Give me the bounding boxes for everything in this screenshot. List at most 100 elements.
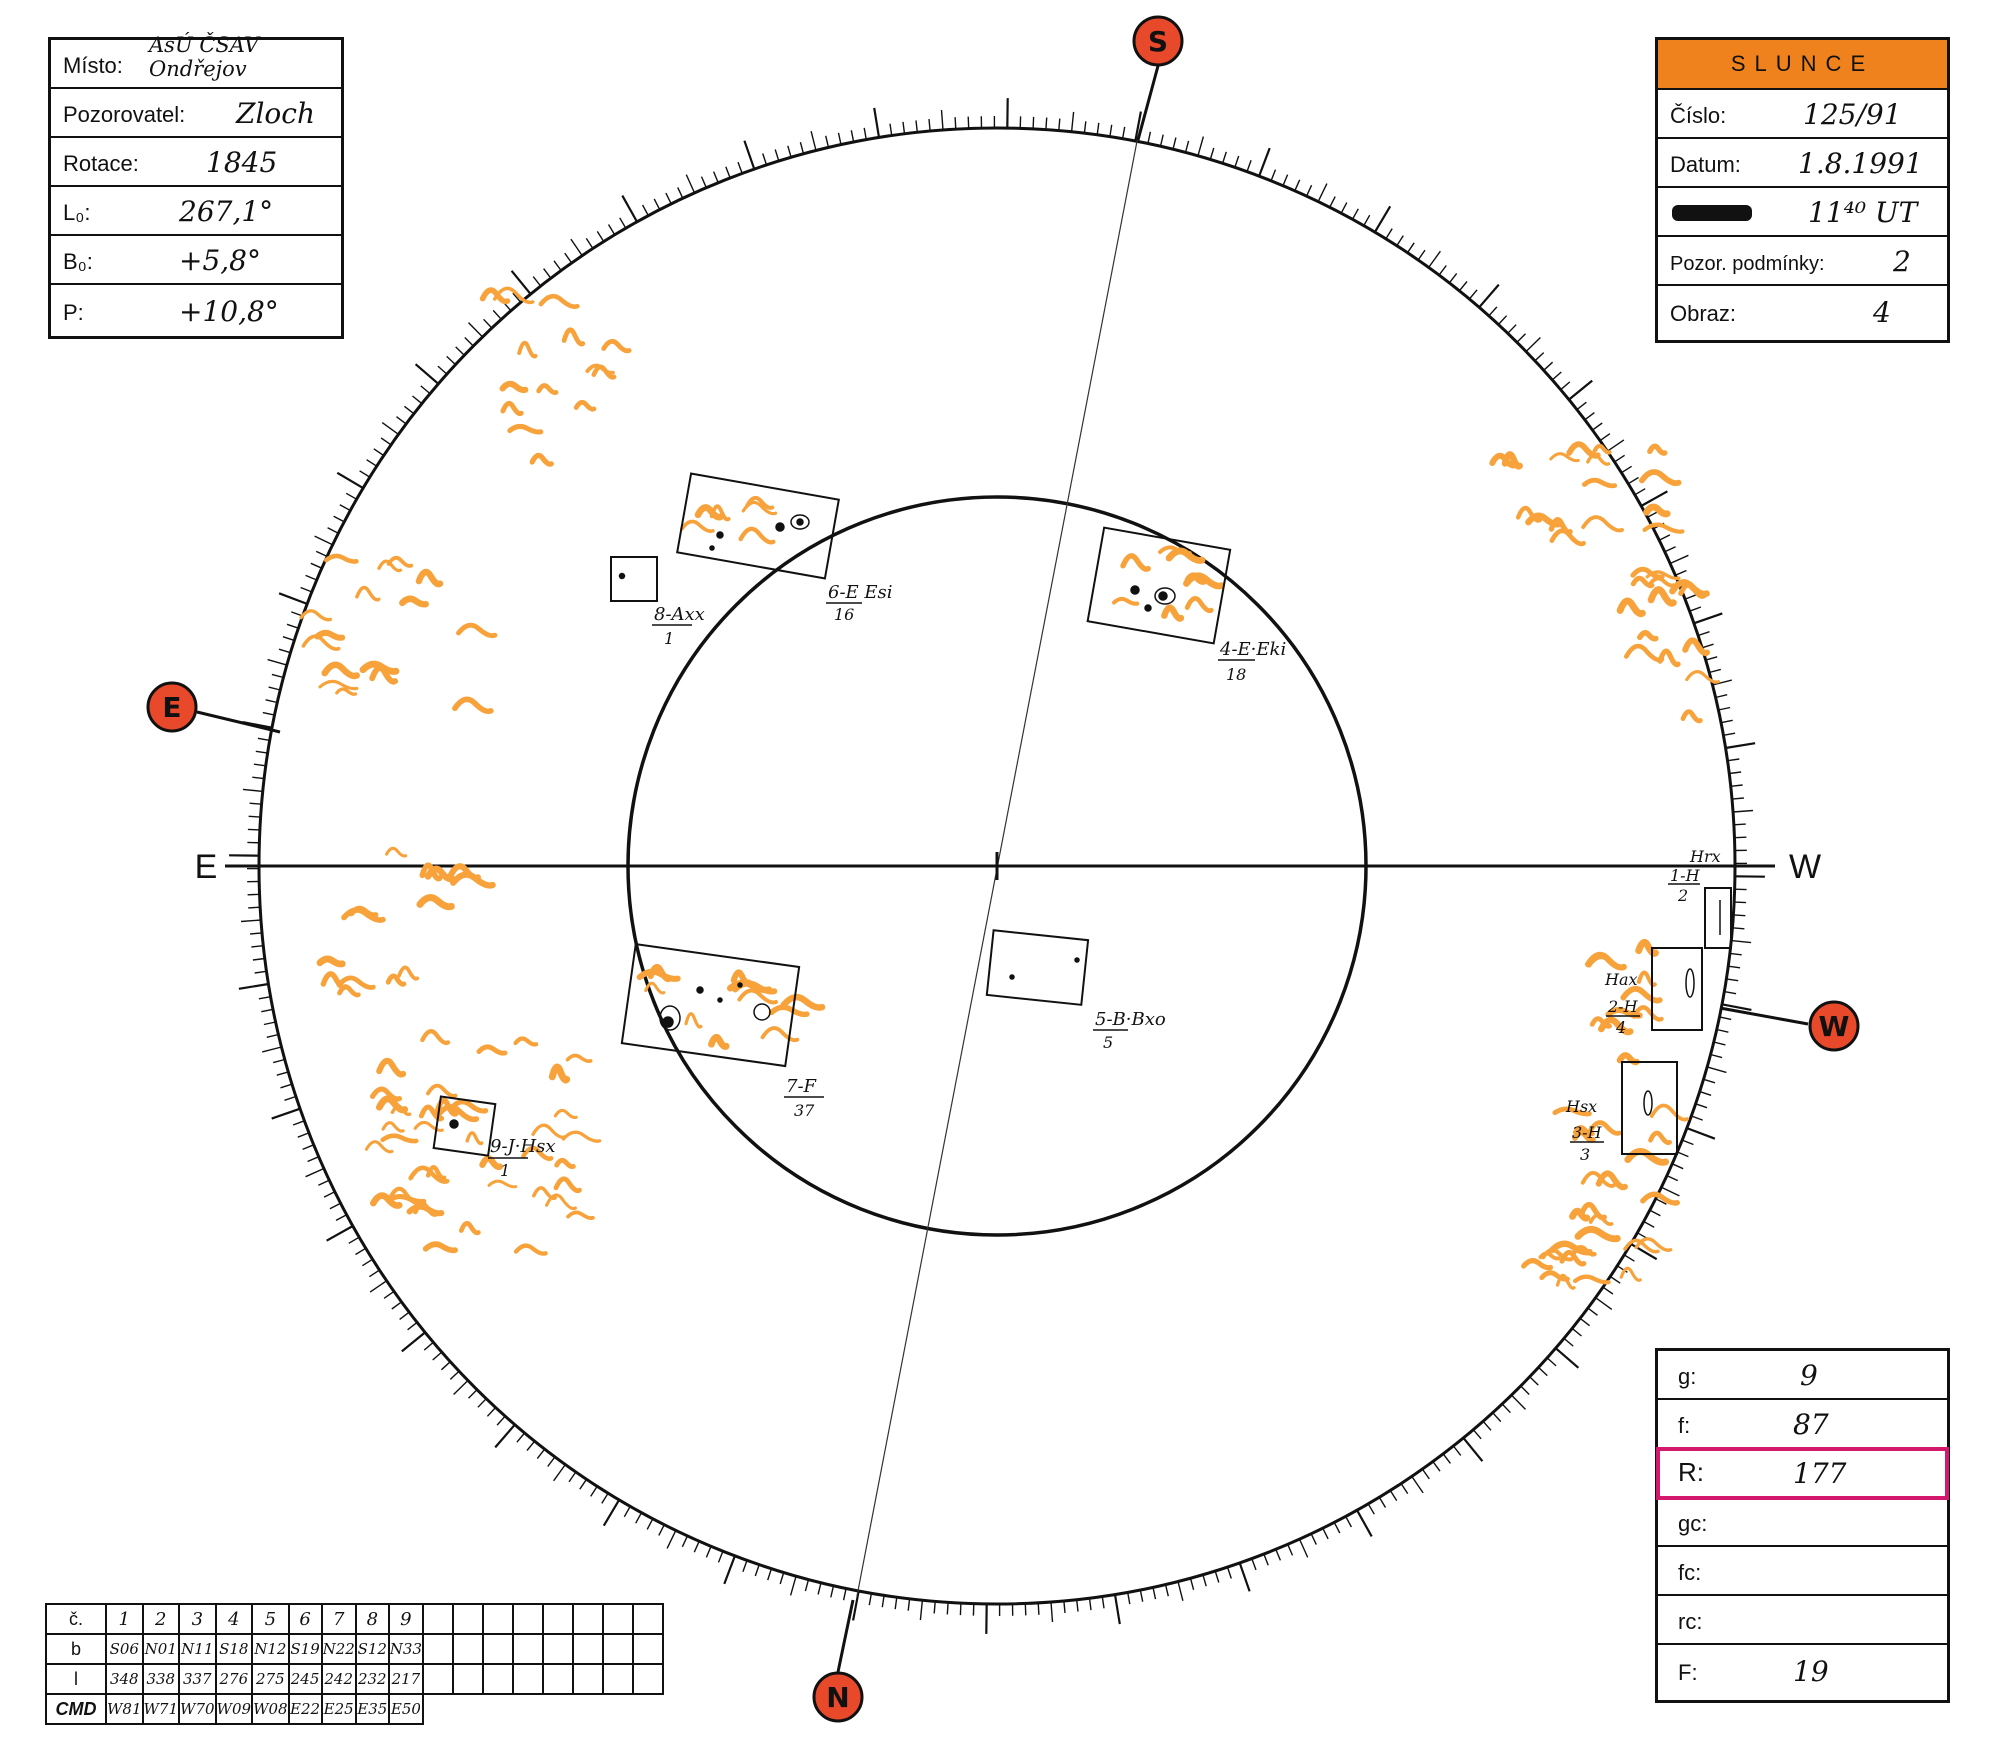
count-row-g: g:9 [1658,1351,1947,1400]
facula-stroke [545,1193,577,1211]
facula-stroke [299,609,332,622]
facula-stroke [517,340,538,359]
degree-tick [1096,122,1100,135]
degree-tick [666,1530,677,1549]
degree-tick [907,1598,911,1611]
facula-stroke [369,665,399,685]
degree-tick [305,1167,325,1178]
degree-tick [700,176,707,188]
degree-tick [265,699,278,704]
degree-tick [1538,1366,1548,1377]
degree-tick [1221,151,1227,164]
degree-tick [1546,1357,1557,1367]
facula-stroke [644,981,666,995]
degree-tick [1172,137,1177,150]
facula-stroke [1630,566,1665,580]
degree-tick [1733,914,1746,917]
degree-tick [1571,1327,1582,1337]
degree-tick [1305,184,1313,197]
facula-stroke [415,568,444,588]
facula-stroke [1521,1258,1554,1271]
svg-text:2: 2 [1677,886,1688,905]
degree-tick [526,1440,536,1451]
degree-tick [1721,1003,1752,1011]
degree-tick [1389,1490,1398,1501]
degree-tick [1701,643,1714,649]
degree-tick [1664,546,1676,553]
degree-tick [1482,1420,1492,1431]
degree-tick [446,355,456,366]
facula-stroke [1112,596,1140,606]
degree-tick [1050,1601,1054,1623]
group-box-1: Hrx 1-H 2 [1668,847,1732,949]
degree-tick [257,737,270,742]
facula-stroke [553,1176,582,1194]
facula-stroke [425,1165,447,1181]
degree-tick [247,893,260,896]
degree-tick [779,1572,785,1585]
degree-tick [881,1595,885,1608]
degree-tick [1101,1596,1105,1609]
degree-tick [286,623,299,629]
degree-tick [1497,315,1508,325]
degree-tick [1063,1600,1066,1613]
facula-stroke [513,1036,539,1047]
degree-tick [348,1236,360,1244]
facula-stroke [387,1186,421,1205]
degree-tick [369,1280,387,1293]
degree-tick [1147,131,1152,144]
degree-tick [1333,1522,1341,1534]
degree-tick [1554,1347,1580,1369]
group-box-5: 5-B·Bxo 5 [985,929,1166,1052]
degree-tick [743,140,756,170]
facula-stroke [318,679,359,691]
facula-stroke [601,338,632,354]
facula-stroke [647,964,673,983]
degree-tick [1734,836,1747,839]
degree-tick [1595,1297,1613,1310]
degree-tick [1340,202,1348,214]
facula-stroke [420,1029,451,1046]
facula-stroke [301,634,341,651]
degree-tick [1417,249,1426,261]
degree-tick [1643,1220,1655,1228]
facula-stroke [1636,970,1657,987]
degree-tick [305,574,317,581]
degree-tick [967,116,970,129]
degree-tick [1699,1090,1712,1096]
degree-tick [247,828,260,831]
degree-tick [1543,361,1554,371]
degree-tick [1246,160,1252,172]
svg-text:6-E Esi: 6-E Esi [828,582,893,603]
count-row-gc: gc: [1658,1498,1947,1547]
degree-tick [242,788,263,793]
degree-tick [1587,1307,1598,1316]
sunspot-count-panel: g:9 f:87 R:177 gc: fc: rc: F:19 [1655,1348,1950,1703]
degree-tick [1725,742,1756,750]
degree-tick [868,1593,873,1606]
facula-stroke [1648,576,1676,588]
facula-stroke [1515,505,1543,523]
degree-tick [477,1398,487,1408]
degree-tick [1734,901,1747,904]
degree-tick [946,1602,949,1615]
degree-tick [873,107,881,138]
facula-stroke [1647,586,1677,607]
facula-stroke [585,363,615,375]
facula-stroke [1592,443,1612,455]
degree-tick [263,1021,276,1026]
degree-tick [1317,183,1328,202]
degree-tick [712,171,719,183]
west-axis-label: W [1789,848,1821,886]
degree-tick [1442,1453,1451,1464]
facula-stroke [521,1145,554,1161]
time-value: 11⁴⁰ UT [1808,196,1918,229]
degree-tick [596,231,605,242]
facula-stroke [336,975,376,990]
degree-tick [570,238,583,256]
degree-tick [602,1499,621,1527]
degree-tick [323,1191,336,1198]
degree-tick [359,470,371,478]
degree-tick [1024,1603,1027,1616]
facula-stroke [1643,503,1671,518]
